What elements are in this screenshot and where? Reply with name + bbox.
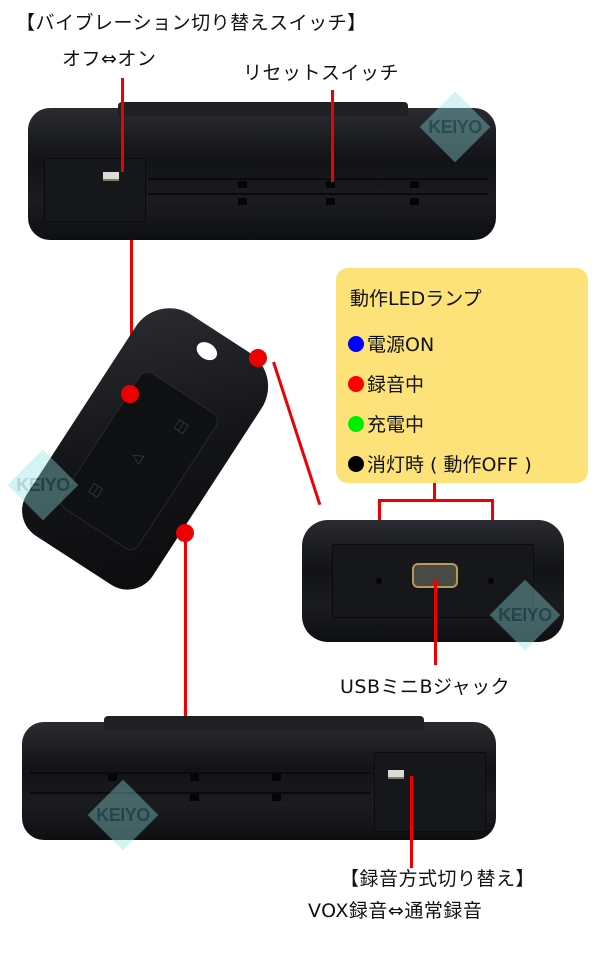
groove	[148, 193, 488, 195]
vent-slot	[108, 774, 117, 781]
usb-jack-label: USBミニBジャック	[340, 676, 511, 698]
led-legend-item: 電源ON	[348, 330, 434, 357]
watermark-text: KEIYO	[428, 117, 482, 137]
callout-line-vibration	[121, 78, 124, 172]
led-legend-item: 消灯時 ( 動作OFF )	[348, 450, 532, 477]
watermark-text: KEIYO	[16, 475, 70, 495]
recording-mode-values: VOX録音⇔通常録音	[308, 900, 483, 922]
vibration-switch	[103, 172, 119, 181]
device-end-view	[302, 520, 564, 642]
switch-panel	[44, 158, 146, 222]
unlock-icon: ◫	[171, 416, 192, 437]
key-fob-device: ◫ ◁ ◫	[10, 292, 284, 602]
callout-line-fob-vibration	[130, 240, 133, 390]
vent-slot	[238, 181, 247, 188]
keiyo-watermark: KEIYO	[489, 579, 561, 651]
callout-line-led-bracket	[378, 499, 494, 502]
led-legend-title: 動作LEDランプ	[350, 288, 482, 310]
recording-mode-title: 【録音方式切り替え】	[340, 868, 536, 890]
vent-slot	[272, 774, 281, 781]
led-hole-right	[488, 578, 494, 584]
led-legend-label: 充電中	[367, 414, 425, 436]
callout-dot-vibration	[121, 385, 139, 403]
led-legend-box: 動作LEDランプ 電源ON 録音中 充電中 消灯時 ( 動作OFF )	[336, 268, 588, 483]
groove	[30, 792, 370, 794]
device-top-side-view	[28, 102, 496, 240]
vibration-switch-values: オフ⇔オン	[62, 48, 157, 70]
callout-line-recording-mode-switch	[410, 776, 413, 868]
keyring-hole	[193, 338, 221, 364]
led-legend-label: 電源ON	[367, 334, 435, 356]
callout-line-usb	[434, 580, 437, 665]
watermark-text: KEIYO	[498, 605, 552, 625]
vent-slot	[326, 198, 335, 205]
callout-line-reset	[331, 90, 334, 182]
led-legend-label: 消灯時 ( 動作OFF )	[367, 454, 532, 476]
button-strip	[118, 102, 408, 116]
keiyo-watermark: KEIYO	[419, 91, 491, 163]
button-strip	[104, 716, 424, 730]
vent-slot	[410, 198, 419, 205]
black-dot-icon	[348, 455, 364, 472]
led-legend-item: 充電中	[348, 410, 424, 437]
lock-icon: ◫	[85, 479, 106, 501]
watermark-text: KEIYO	[96, 805, 150, 825]
keiyo-watermark: KEIYO	[87, 779, 159, 851]
callout-line-led-stem	[433, 483, 436, 500]
groove	[148, 178, 488, 180]
alarm-icon: ◁	[128, 447, 147, 467]
callout-dot-recording-mode	[176, 524, 194, 542]
device-bottom-side-view	[22, 716, 496, 840]
led-hole-left	[376, 578, 382, 584]
vibration-switch-title: 【バイブレーション切り替えスイッチ】	[16, 12, 367, 34]
button-pad: ◫ ◁ ◫	[56, 367, 222, 554]
vent-slot	[272, 794, 281, 801]
callout-line-led	[272, 361, 322, 506]
led-legend-label: 録音中	[367, 374, 425, 396]
recording-mode-switch	[388, 770, 404, 779]
switch-panel	[374, 752, 486, 832]
reset-hole	[326, 181, 335, 188]
green-dot-icon	[348, 415, 364, 432]
led-legend-item: 録音中	[348, 370, 424, 397]
vent-slot	[410, 181, 419, 188]
reset-switch-label: リセットスイッチ	[243, 62, 400, 84]
groove	[30, 772, 370, 774]
blue-dot-icon	[348, 335, 364, 352]
vent-slot	[190, 774, 199, 781]
vent-slot	[190, 794, 199, 801]
callout-dot-led	[249, 349, 267, 367]
keiyo-watermark: KEIYO	[7, 449, 79, 521]
callout-line-recording-mode	[184, 540, 187, 720]
red-dot-icon	[348, 375, 364, 392]
vent-slot	[238, 198, 247, 205]
